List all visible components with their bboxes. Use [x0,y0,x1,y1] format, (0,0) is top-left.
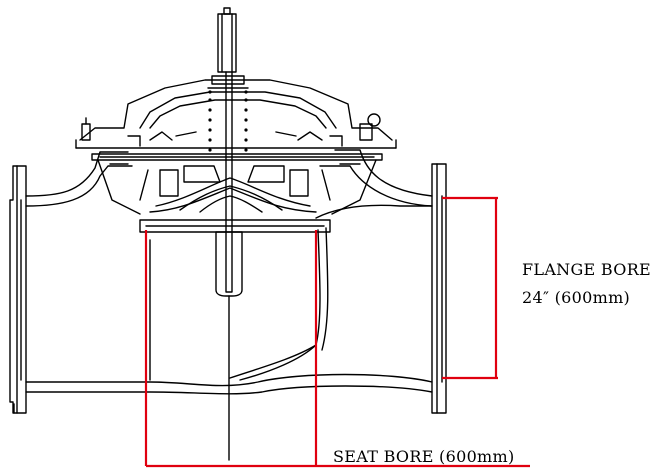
right-flange [431,163,447,414]
flange-bore-size-label: 24″ (600mm) [522,288,630,307]
left-flange [9,165,27,414]
dimension-lines [144,196,530,468]
stem-assembly [207,7,249,461]
seat-and-disc [139,177,331,233]
valve-body-outline [9,7,447,461]
spring-coils [208,90,248,152]
diaphragm-chamber [75,79,397,215]
seat-bore-label: SEAT BORE (600mm) [333,447,515,466]
flange-bore-label: FLANGE BORE [522,260,651,279]
